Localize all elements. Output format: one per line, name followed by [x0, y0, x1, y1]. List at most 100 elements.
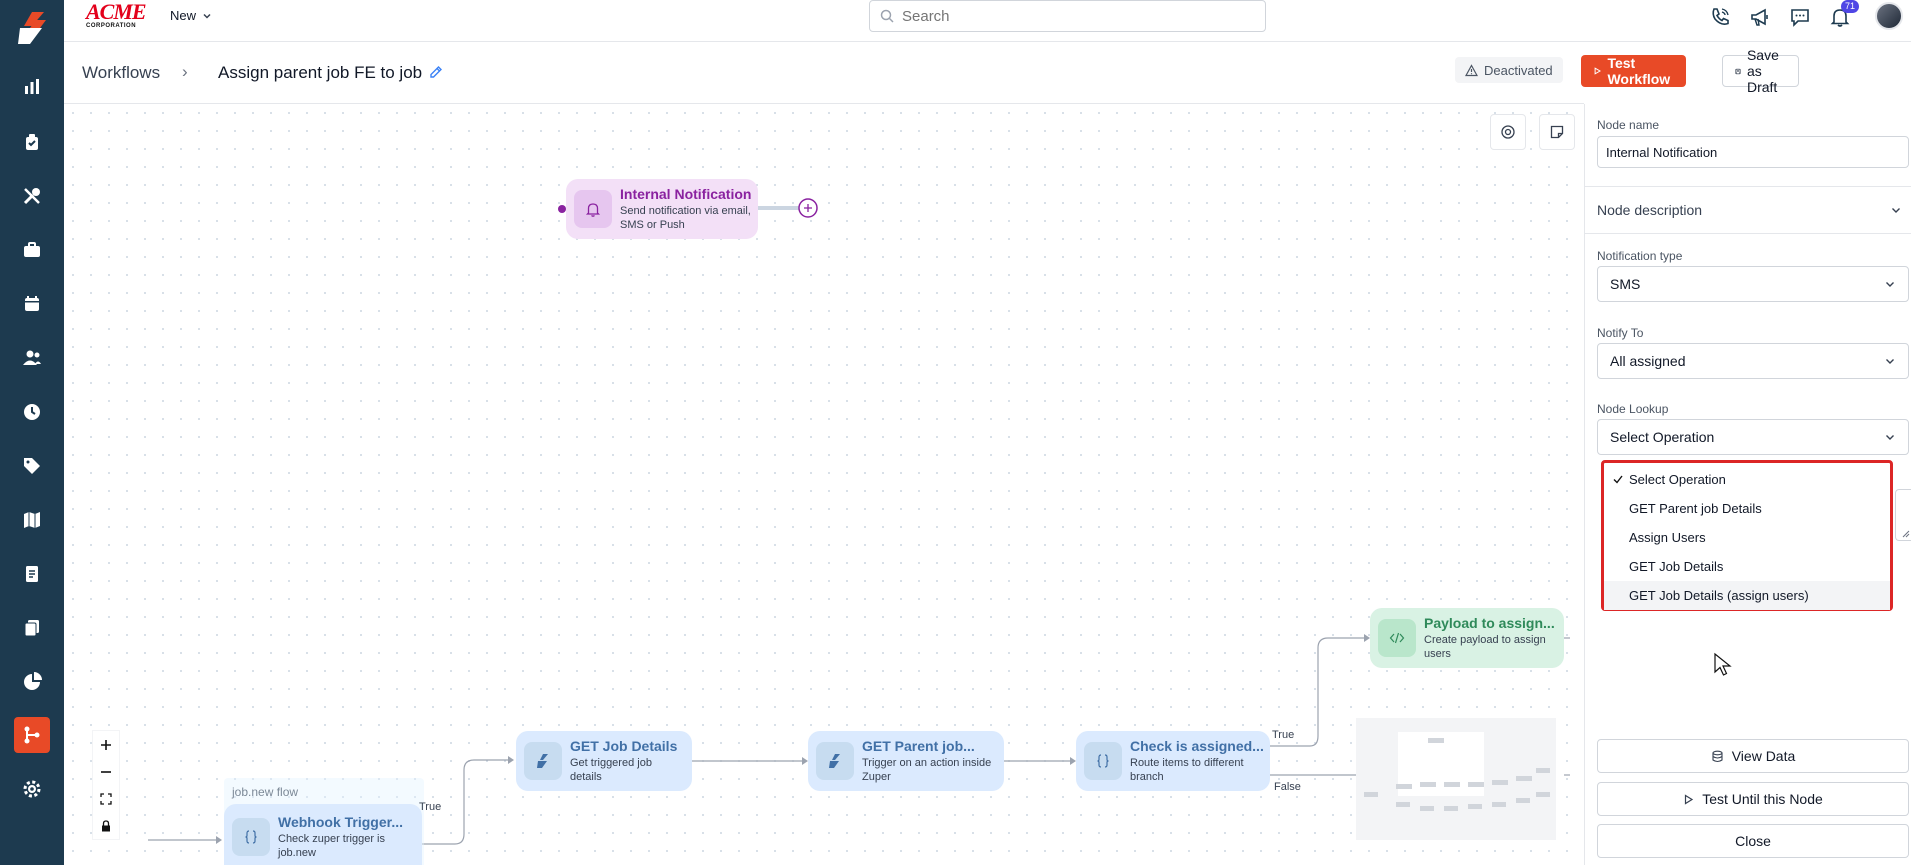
lookup-option-select-operation[interactable]: Select Operation — [1604, 465, 1890, 494]
node-description-accordion[interactable]: Node description — [1585, 186, 1911, 234]
message-textarea[interactable] — [1895, 489, 1911, 541]
zoom-out-button[interactable] — [93, 758, 119, 785]
phone-icon[interactable] — [1707, 4, 1733, 30]
nav-map-icon[interactable] — [14, 502, 50, 538]
edge-label-false: False — [1274, 781, 1301, 793]
nav-users-icon[interactable] — [14, 340, 50, 376]
lookup-option-label: Select Operation — [1629, 472, 1726, 487]
nav-settings-icon[interactable] — [14, 771, 50, 807]
lookup-option-get-job-details-assign-users[interactable]: GET Job Details (assign users) — [1604, 581, 1890, 610]
node-lookup-dropdown: Select Operation GET Parent job Details … — [1601, 460, 1893, 611]
nav-jobs-icon[interactable] — [14, 124, 50, 160]
test-until-label: Test Until this Node — [1702, 791, 1823, 807]
nav-workflows-icon[interactable] — [14, 717, 50, 753]
nav-invoice-icon[interactable] — [14, 556, 50, 592]
braces-icon — [232, 818, 270, 856]
nav-analytics-icon[interactable] — [14, 664, 50, 700]
brand-subtitle: CORPORATION — [86, 23, 137, 29]
view-data-button[interactable]: View Data — [1597, 739, 1909, 773]
app-logo-icon[interactable] — [14, 10, 50, 46]
notify-to-label: Notify To — [1597, 326, 1644, 340]
breadcrumb-workflows-link[interactable]: Workflows — [82, 63, 161, 82]
search-input[interactable] — [902, 7, 1242, 25]
save-as-draft-button[interactable]: Save as Draft — [1722, 47, 1799, 95]
nav-calendar-icon[interactable] — [14, 286, 50, 322]
check-icon — [1613, 475, 1623, 484]
node-check-is-assigned[interactable]: Check is assigned... Route items to diff… — [1076, 731, 1270, 791]
node-lookup-value: Select Operation — [1610, 429, 1715, 445]
sidebar — [0, 0, 64, 865]
node-title: GET Parent job... — [862, 738, 975, 754]
nav-clock-icon[interactable] — [14, 394, 50, 430]
node-desc-line1: Check zuper trigger is — [278, 833, 385, 845]
node-desc-line2: Zuper — [862, 771, 891, 783]
nav-tools-icon[interactable] — [14, 178, 50, 214]
node-description: Route items to different branch — [1130, 756, 1264, 784]
notify-to-value: All assigned — [1610, 353, 1686, 369]
lookup-option-label: GET Parent job Details — [1629, 501, 1762, 516]
notify-to-select[interactable]: All assigned — [1597, 343, 1909, 379]
lock-icon — [102, 819, 110, 831]
node-lookup-label: Node Lookup — [1597, 402, 1669, 416]
chevron-down-icon — [1886, 282, 1894, 287]
view-data-label: View Data — [1731, 748, 1796, 764]
test-until-node-button[interactable]: Test Until this Node — [1597, 782, 1909, 816]
lookup-option-assign-users[interactable]: Assign Users — [1604, 523, 1890, 552]
plus-icon — [101, 739, 111, 750]
minimap[interactable] — [1356, 718, 1556, 840]
nav-briefcase-icon[interactable] — [14, 232, 50, 268]
node-desc-line1: Send notification via email, — [620, 205, 751, 217]
add-node-icon[interactable] — [797, 197, 819, 219]
nav-reports-icon[interactable] — [14, 69, 50, 105]
play-icon — [1594, 67, 1602, 75]
close-button[interactable]: Close — [1597, 824, 1909, 858]
status-badge: Deactivated — [1455, 57, 1563, 83]
chevron-down-icon — [203, 13, 211, 19]
node-payload-to-assign[interactable]: Payload to assign... Create payload to a… — [1370, 608, 1564, 668]
user-avatar[interactable] — [1875, 2, 1903, 30]
minus-icon — [101, 770, 111, 773]
lookup-option-get-job-details[interactable]: GET Job Details — [1604, 552, 1890, 581]
lookup-option-get-parent-job-details[interactable]: GET Parent job Details — [1604, 494, 1890, 523]
workflow-canvas[interactable]: Internal Notification Send notification … — [64, 104, 1584, 865]
chevron-down-icon — [1886, 359, 1894, 364]
nav-documents-icon[interactable] — [14, 610, 50, 646]
chat-icon[interactable] — [1787, 4, 1813, 30]
node-desc-line1: Trigger on an action inside — [862, 757, 992, 769]
notification-type-select[interactable]: SMS — [1597, 266, 1909, 302]
focus-view-button[interactable] — [1490, 114, 1526, 150]
node-get-job-details[interactable]: GET Job Details Get triggered job detail… — [516, 731, 692, 791]
fit-view-button[interactable] — [93, 785, 119, 812]
node-webhook-trigger[interactable]: Webhook Trigger... Check zuper trigger i… — [224, 804, 422, 865]
workflow-header: Workflows › Assign parent job FE to job … — [64, 42, 1799, 104]
notification-count-badge: 71 — [1840, 0, 1859, 13]
brand-logo[interactable]: ACME CORPORATION — [86, 1, 150, 30]
test-workflow-button[interactable]: Test Workflow — [1581, 55, 1686, 87]
node-title: Webhook Trigger... — [278, 814, 403, 830]
megaphone-icon[interactable] — [1747, 4, 1773, 30]
new-menu-button[interactable]: New — [170, 8, 212, 23]
notifications-bell-icon[interactable]: 71 — [1827, 0, 1859, 30]
lock-button[interactable] — [93, 812, 119, 839]
input-handle-dot[interactable] — [557, 204, 567, 214]
resize-handle-icon — [1902, 530, 1910, 538]
node-description: Check zuper trigger is job.new — [278, 832, 403, 860]
zoom-in-button[interactable] — [93, 731, 119, 758]
edge-label-true: True — [419, 801, 442, 813]
sticky-note-button[interactable] — [1539, 114, 1575, 150]
zuper-action-icon — [524, 742, 562, 780]
test-workflow-label: Test Workflow — [1607, 55, 1671, 87]
node-lookup-select[interactable]: Select Operation — [1597, 419, 1909, 455]
node-internal-notification[interactable]: Internal Notification Send notification … — [566, 179, 758, 239]
database-icon — [1712, 750, 1723, 762]
topbar: ACME CORPORATION New 71 — [64, 0, 1911, 42]
new-label: New — [170, 8, 197, 23]
node-name-input[interactable]: Internal Notification — [1597, 136, 1909, 168]
flow-label: job.new flow — [232, 785, 299, 799]
nav-tag-icon[interactable] — [14, 448, 50, 484]
node-title: Internal Notification — [620, 186, 752, 202]
node-desc-line2: job.new — [278, 847, 316, 859]
node-get-parent-job[interactable]: GET Parent job... Trigger on an action i… — [808, 731, 1004, 791]
edit-pencil-icon[interactable] — [428, 64, 444, 80]
global-search[interactable] — [869, 0, 1266, 32]
